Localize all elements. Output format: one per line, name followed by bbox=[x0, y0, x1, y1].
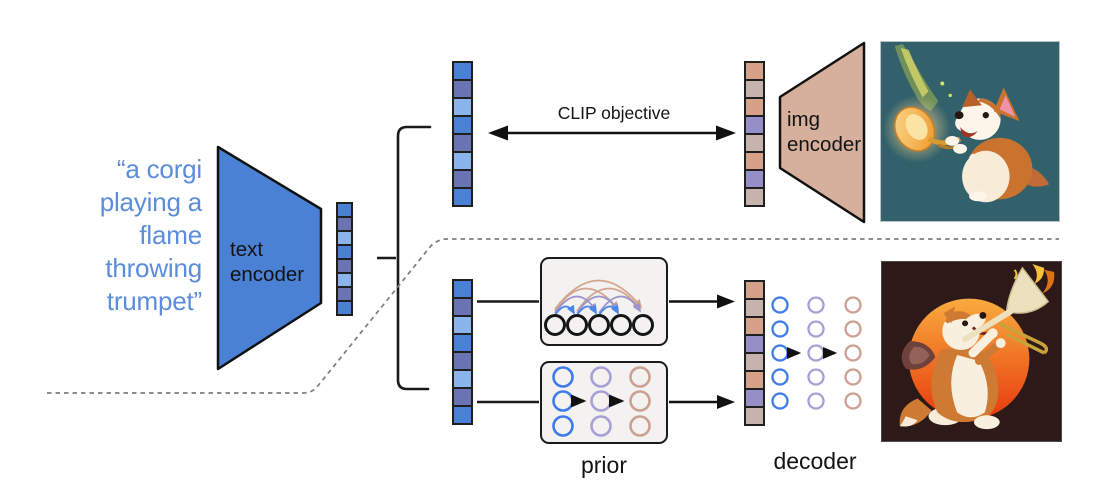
prompt-line: trumpet” bbox=[106, 286, 202, 316]
embedding-cell bbox=[452, 97, 473, 117]
prompt-line: flame bbox=[139, 220, 202, 250]
embedding-cell bbox=[744, 133, 765, 153]
decoder-network bbox=[771, 296, 862, 410]
embedding-cell bbox=[744, 334, 765, 354]
img-encoder-trapezoid bbox=[778, 41, 866, 224]
diffusion-prior-box bbox=[540, 361, 668, 444]
embedding-cell bbox=[452, 387, 473, 407]
embedding-cell bbox=[452, 279, 473, 299]
img-encoder-label: img encoder bbox=[787, 108, 862, 156]
prompt-line: “a corgi bbox=[116, 154, 202, 184]
generated-corgi-trombone-photo bbox=[881, 261, 1062, 442]
embedding-cell bbox=[744, 280, 765, 300]
text-encoder-shape bbox=[216, 145, 323, 371]
text-encoder-trapezoid bbox=[216, 145, 323, 371]
embedding-cell bbox=[744, 370, 765, 390]
embedding-cell bbox=[744, 169, 765, 189]
embedding-cell bbox=[452, 351, 473, 371]
text-encoder-label: text encoder bbox=[230, 238, 305, 286]
text-embedding-small-vector bbox=[336, 202, 353, 316]
clip-image-embedding-vector bbox=[744, 61, 765, 207]
prompt-caption: “a corgi playing a flame throwing trumpe… bbox=[24, 153, 202, 318]
embedding-cell bbox=[452, 151, 473, 171]
prior-input-text-embedding-vector bbox=[452, 279, 473, 425]
embedding-cell bbox=[452, 133, 473, 153]
dashed-divider-line bbox=[47, 238, 1059, 394]
embedding-cell bbox=[452, 369, 473, 389]
embedding-cell bbox=[744, 151, 765, 171]
embedding-cell bbox=[744, 388, 765, 408]
embedding-cell bbox=[744, 115, 765, 135]
embedding-cell bbox=[744, 61, 765, 81]
embedding-cell bbox=[452, 61, 473, 81]
embedding-cell bbox=[744, 352, 765, 372]
prompt-line: playing a bbox=[99, 187, 202, 217]
embedding-cell bbox=[744, 97, 765, 117]
embedding-cell bbox=[452, 169, 473, 189]
embedding-cell bbox=[452, 315, 473, 335]
embedding-cell bbox=[744, 298, 765, 318]
decoder-label: decoder bbox=[773, 448, 857, 474]
embedding-cell bbox=[452, 333, 473, 353]
clip-objective-arrow bbox=[488, 125, 736, 141]
embedding-cell bbox=[452, 115, 473, 135]
img-encoder-shape bbox=[778, 41, 866, 224]
prior-output-image-embedding-vector bbox=[744, 280, 765, 426]
corgi-trumpet-photo bbox=[880, 41, 1060, 222]
autoregressive-prior-box bbox=[540, 257, 668, 346]
embedding-cell bbox=[452, 79, 473, 99]
embedding-cell bbox=[452, 187, 473, 207]
diffusion-prior-output-arrow bbox=[669, 395, 735, 409]
embedding-cell bbox=[452, 405, 473, 425]
prior-label: prior bbox=[580, 452, 627, 478]
embedding-cell bbox=[744, 316, 765, 336]
embedding-cell bbox=[336, 300, 353, 316]
embedding-cell bbox=[744, 79, 765, 99]
clip-text-embedding-vector bbox=[452, 61, 473, 207]
prompt-line: throwing bbox=[105, 253, 202, 283]
autoregressive-prior-graph bbox=[544, 279, 654, 336]
diffusion-prior-graph bbox=[552, 366, 651, 437]
ar-prior-output-arrow bbox=[669, 294, 735, 309]
branch-bracket bbox=[396, 125, 432, 391]
embedding-cell bbox=[744, 406, 765, 426]
embedding-cell bbox=[744, 187, 765, 207]
embedding-cell bbox=[452, 297, 473, 317]
clip-objective-label: CLIP objective bbox=[557, 103, 671, 123]
